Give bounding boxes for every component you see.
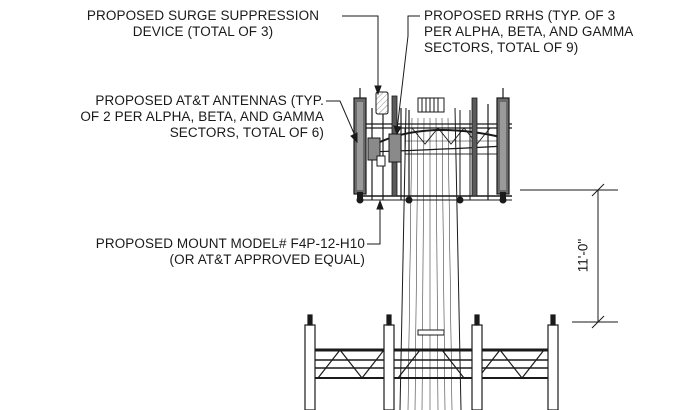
antennas-callout-line-1: PROPOSED AT&T ANTENNAS (TYP. xyxy=(95,93,324,108)
lower-platform xyxy=(308,348,556,379)
mount-callout-line-2: (OR AT&T APPROVED EQUAL) xyxy=(169,252,365,267)
antenna-mount-frame xyxy=(358,104,512,201)
tower-top-cap xyxy=(417,97,445,113)
rrhs-callout-line-2: PER ALPHA, BETA, AND GAMMA xyxy=(424,24,634,39)
mount-bolts xyxy=(356,196,507,204)
rrhs-callout-line-1: PROPOSED RRHS (TYP. OF 3 xyxy=(424,8,616,23)
surge-callout: PROPOSED SURGE SUPPRESSION DEVICE (TOTAL… xyxy=(66,8,340,40)
surge-callout-line-2: DEVICE (TOTAL OF 3) xyxy=(132,24,274,39)
height-dimension xyxy=(520,183,618,329)
rrhs-callout-line-3: SECTORS, TOTAL OF 9) xyxy=(424,40,579,55)
surge-callout-line-1: PROPOSED SURGE SUPPRESSION xyxy=(86,8,320,23)
mount-callout-line-1: PROPOSED MOUNT MODEL# F4P-12-H10 xyxy=(95,236,365,251)
antennas-callout: PROPOSED AT&T ANTENNAS (TYP. OF 2 PER AL… xyxy=(10,93,324,141)
right-antenna xyxy=(496,88,510,199)
rrhs-callout: PROPOSED RRHS (TYP. OF 3 PER ALPHA, BETA… xyxy=(424,8,682,56)
left-antenna xyxy=(353,88,367,199)
rrh-units xyxy=(367,133,402,167)
lower-platform-pipes xyxy=(304,314,559,410)
callout-leaders xyxy=(326,15,420,245)
surge-suppression-device xyxy=(375,91,389,115)
antennas-callout-line-2: OF 2 PER ALPHA, BETA, AND GAMMA xyxy=(80,109,324,124)
mount-callout: PROPOSED MOUNT MODEL# F4P-12-H10 (OR AT&… xyxy=(10,236,365,268)
height-dimension-label: 11'-0" xyxy=(575,238,591,273)
antennas-callout-line-3: SECTORS, TOTAL OF 6) xyxy=(169,125,324,140)
